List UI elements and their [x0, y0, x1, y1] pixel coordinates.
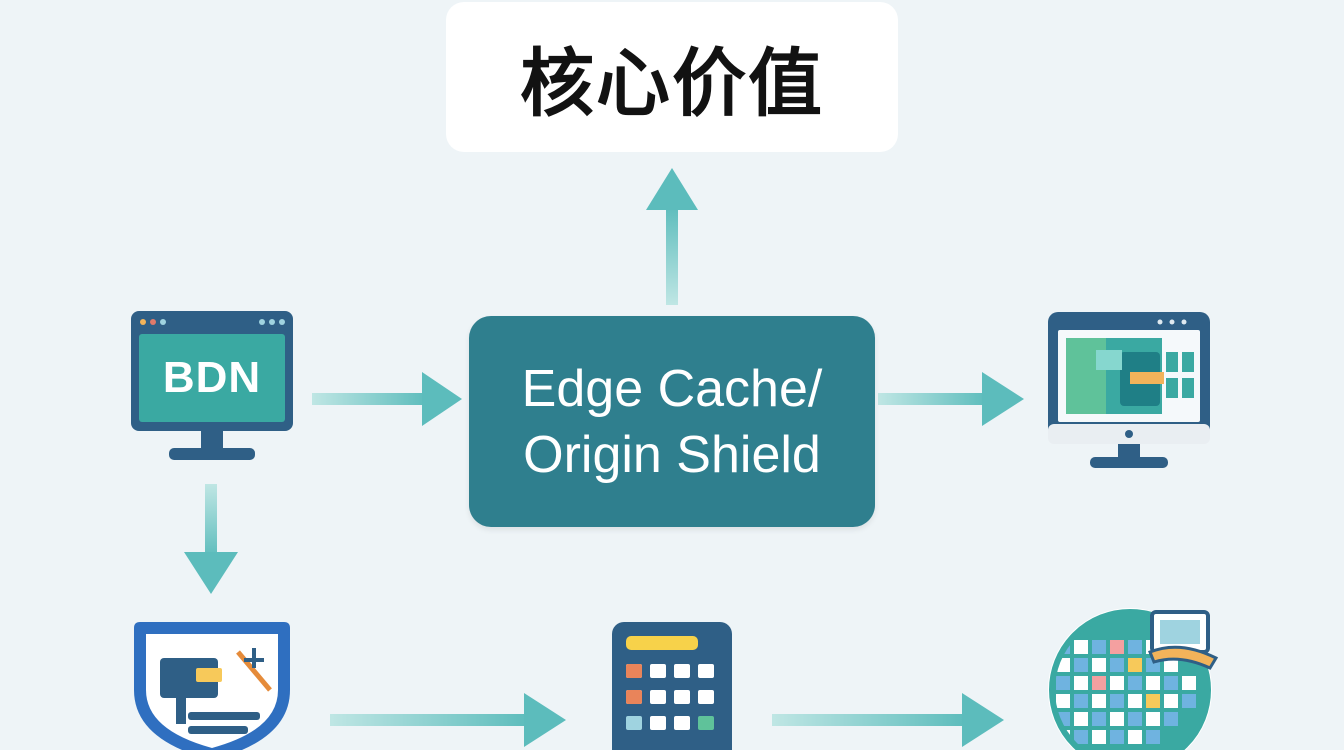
title-box: 核心价值: [446, 2, 898, 152]
calculator-icon: [612, 622, 732, 750]
arrow-calculator-to-globe: [772, 693, 1004, 747]
bdn-label: BDN: [162, 353, 262, 402]
arrow-bdn-to-shield: [184, 484, 238, 594]
bdn-monitor-icon: [131, 311, 293, 460]
arrow-up-to-title: [646, 168, 698, 305]
arrow-bdn-to-center: [312, 372, 462, 426]
edge-cache-box: Edge Cache/ Origin Shield: [469, 316, 875, 527]
center-box-line-1: Edge Cache/: [521, 359, 823, 418]
arrow-center-to-client: [878, 372, 1024, 426]
center-box-line-2: Origin Shield: [523, 425, 821, 484]
globe-grid-icon: [1048, 608, 1219, 750]
arrow-shield-to-calculator: [330, 693, 566, 747]
diagram-title: 核心价值: [520, 40, 824, 127]
security-shield-icon: [134, 622, 290, 750]
client-monitor-icon: [1048, 312, 1210, 468]
